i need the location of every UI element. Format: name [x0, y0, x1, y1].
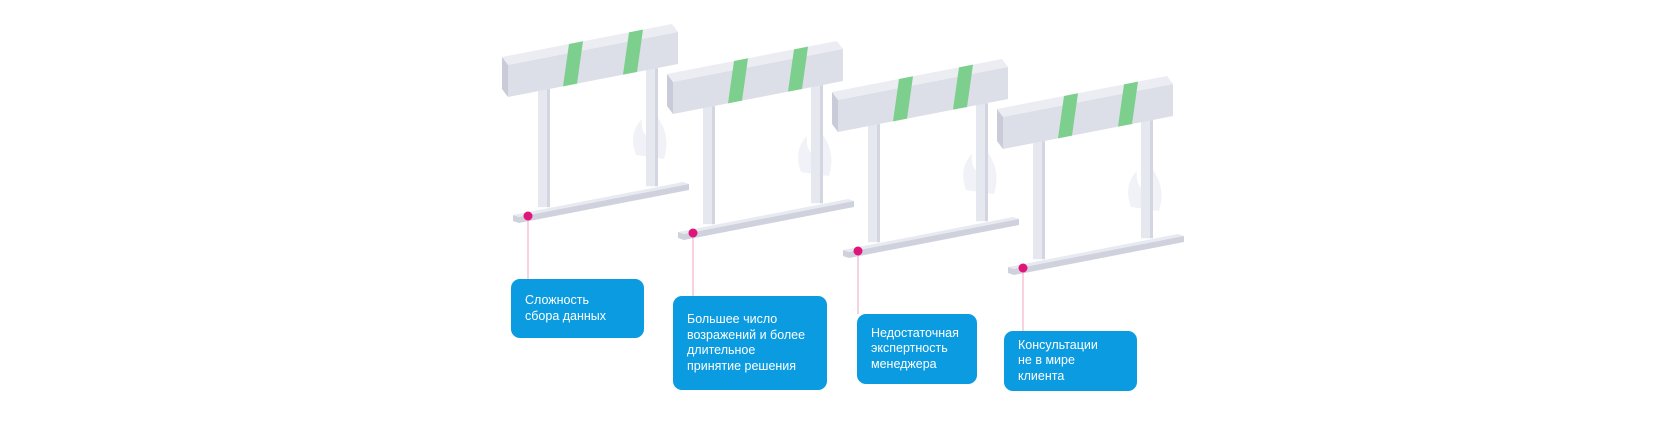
hurdle-beam-end	[667, 74, 673, 114]
hurdle-base-top	[1008, 234, 1184, 269]
hurdle-stripe-1	[728, 58, 748, 104]
hurdle-1	[502, 24, 689, 279]
hurdle-base-front	[1008, 236, 1184, 275]
hurdle-3	[832, 59, 1019, 314]
hurdle-stripe-1	[563, 41, 583, 87]
obstacle-label-data-collection: Сложность сбора данных	[511, 279, 644, 338]
hurdle-stripe-2	[623, 29, 643, 75]
hurdle-leg-right-shade	[655, 68, 658, 187]
hurdle-4	[997, 76, 1184, 331]
hurdle-base-top	[513, 182, 689, 217]
hurdle-leg-left-shade	[1042, 141, 1045, 260]
hurdle-beam-end	[997, 109, 1003, 149]
hurdle-beam-end	[502, 57, 508, 97]
marker-dot	[1018, 263, 1028, 273]
hurdle-leg-left-shade	[712, 106, 715, 225]
marker-dot	[523, 211, 533, 221]
smoke-puff	[633, 113, 667, 159]
smoke-puff	[798, 130, 832, 176]
smoke-puff	[1128, 165, 1162, 211]
hurdle-stripe-2	[1118, 81, 1138, 127]
hurdle-leg-left-shade	[547, 89, 550, 208]
hurdle-stripe-1	[1058, 93, 1078, 139]
hurdle-stripe-2	[788, 46, 808, 92]
hurdle-leg-right-shade	[1150, 120, 1153, 239]
hurdle-stripe-2	[953, 64, 973, 110]
hurdle-leg-left-shade	[877, 124, 880, 243]
marker-dot	[688, 228, 698, 238]
smoke-puff	[963, 148, 997, 194]
hurdle-leg-right-shade	[985, 103, 988, 222]
obstacle-label-manager-expertise: Недостаточная экспертность менеджера	[857, 314, 977, 384]
hurdle-base-front	[843, 219, 1019, 258]
hurdle-base-front	[513, 184, 689, 223]
hurdle-stripe-1	[893, 76, 913, 122]
marker-dot	[853, 246, 863, 256]
hurdle-2	[667, 41, 854, 296]
obstacle-label-objections: Большее число возражений и более длитель…	[673, 296, 827, 390]
hurdle-base-top	[678, 199, 854, 234]
obstacle-label-consultations: Консультации не в мире клиента	[1004, 331, 1137, 391]
hurdle-base-top	[843, 217, 1019, 252]
hurdle-beam-end	[832, 92, 838, 132]
hurdle-base-front	[678, 201, 854, 240]
hurdle-leg-right-shade	[820, 85, 823, 204]
